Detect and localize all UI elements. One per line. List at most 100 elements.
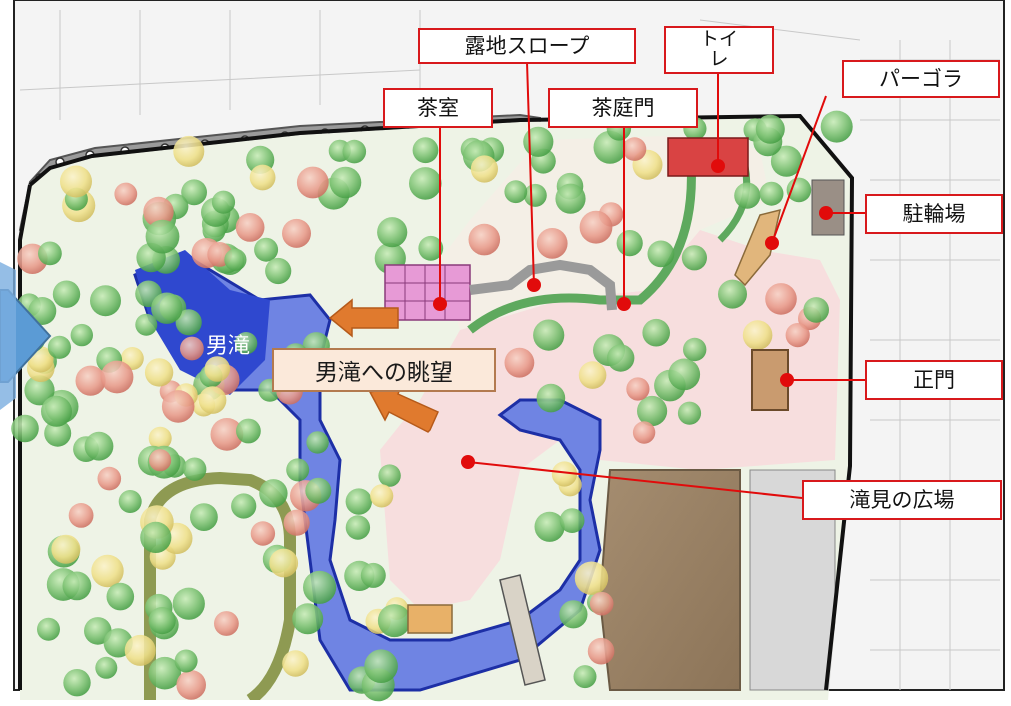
tree [41, 395, 72, 427]
tree [364, 649, 398, 683]
marker-pergola [765, 236, 779, 250]
view-arrow-upper [328, 298, 399, 338]
tree [765, 283, 797, 315]
tree [292, 603, 324, 635]
tree [118, 490, 142, 513]
tree [523, 183, 547, 207]
tree [180, 336, 204, 361]
tree [148, 426, 172, 450]
tree [62, 571, 92, 601]
tree [143, 196, 174, 228]
tree [151, 292, 183, 324]
tree [534, 511, 565, 542]
tree [803, 297, 829, 323]
marker-main-gate [780, 373, 794, 387]
tree [683, 337, 707, 362]
tree [11, 414, 39, 443]
tree [632, 421, 656, 444]
bridge [499, 574, 546, 686]
tree [770, 145, 803, 177]
tree [303, 570, 337, 604]
pond-label: 男滝 [205, 334, 250, 359]
tree [470, 155, 498, 183]
tree [626, 377, 650, 401]
tree [345, 515, 371, 540]
tree [211, 190, 236, 214]
tree [345, 488, 372, 515]
tree [418, 235, 444, 261]
view-label: 男滝への眺望 [272, 348, 496, 392]
tree [377, 217, 408, 248]
tree [504, 347, 535, 378]
tree [84, 431, 114, 461]
marker-bicycle-parking [819, 206, 833, 220]
marker-roji-slope [527, 278, 541, 292]
tree [47, 335, 71, 359]
tree [231, 493, 257, 519]
leader-lines [439, 56, 866, 499]
tree [559, 508, 585, 533]
tree [210, 418, 244, 451]
tree [329, 166, 362, 199]
pergola-structure [734, 208, 781, 287]
tree [38, 241, 62, 266]
tree [296, 166, 329, 199]
tree [28, 297, 57, 325]
tree [114, 182, 138, 206]
tree [75, 365, 106, 396]
tree [124, 634, 156, 666]
tree [37, 617, 60, 641]
tree [370, 484, 394, 508]
tree [249, 164, 276, 191]
tree [100, 360, 134, 394]
tree [607, 344, 635, 372]
toilet-building [667, 137, 749, 177]
label-tea-room: 茶室 [383, 88, 493, 128]
tree [759, 181, 784, 206]
tree [190, 503, 218, 531]
tree [574, 561, 609, 595]
tree [24, 375, 55, 406]
tree [306, 431, 329, 454]
tree [734, 182, 761, 209]
tree [259, 479, 288, 508]
tree [148, 656, 182, 690]
tree [44, 419, 72, 447]
tree [677, 401, 702, 425]
tree [578, 361, 607, 389]
tree [622, 137, 647, 161]
tree [224, 248, 247, 271]
marker-toilet [711, 159, 725, 173]
tree [536, 383, 566, 413]
tree [140, 521, 172, 554]
tree [235, 213, 265, 242]
tree [198, 386, 227, 414]
tree [468, 223, 501, 256]
label-tea-garden-gate: 茶庭門 [548, 88, 698, 128]
tree [647, 240, 675, 268]
label-toilet-line2: レ [709, 48, 729, 70]
tree [533, 319, 565, 351]
tree [360, 562, 386, 588]
tree [250, 521, 276, 546]
tree [642, 318, 670, 347]
marker-waterfall-plaza [461, 455, 475, 469]
tree [785, 323, 810, 348]
tree [559, 600, 588, 629]
tree [755, 114, 785, 144]
tree [181, 179, 208, 206]
tree [269, 548, 299, 578]
tree [523, 126, 554, 157]
tree [254, 237, 279, 262]
site-boundary [28, 113, 855, 691]
tree [176, 670, 206, 700]
label-main-gate: 正門 [865, 360, 1003, 400]
tree [51, 534, 81, 564]
tree-canopy [11, 110, 853, 702]
tree [91, 554, 124, 588]
tea-room-building [384, 264, 471, 321]
tree [579, 210, 613, 244]
tree [305, 477, 332, 504]
tree [144, 358, 174, 387]
